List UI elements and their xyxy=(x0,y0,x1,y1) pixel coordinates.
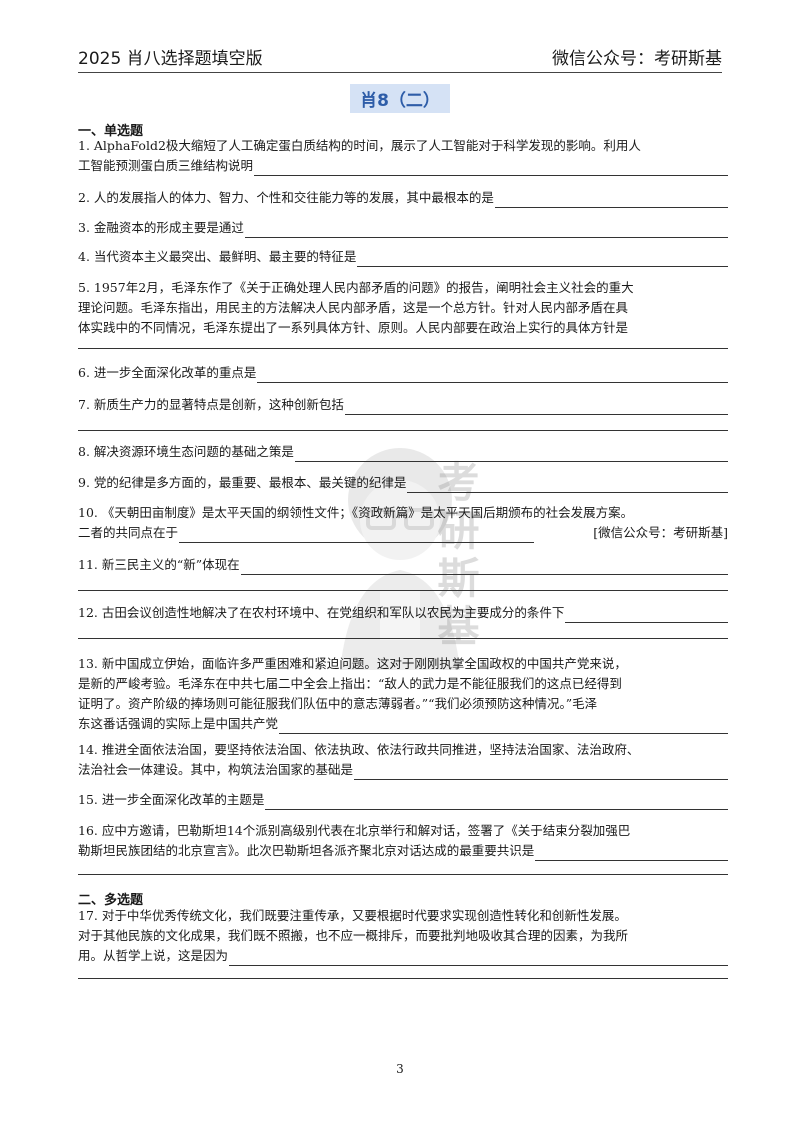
question-13: 13. 新中国成立伊始，面临许多严重困难和紧迫问题。这对于刚刚执掌全国政权的中国… xyxy=(78,654,728,734)
question-text: 14. 推进全面依法治国，要坚持依法治国、依法执政、依法行政共同推进，坚持法治国… xyxy=(78,742,640,757)
question-text: 7. 新质生产力的显著特点是创新，这种创新包括 xyxy=(78,397,344,412)
answer-blank[interactable] xyxy=(240,559,728,575)
answer-blank[interactable] xyxy=(78,430,728,431)
answer-blank[interactable] xyxy=(294,446,728,462)
question-1: 1. AlphaFold2极大缩短了人工确定蛋白质结构的时间，展示了人工智能对于… xyxy=(78,136,728,176)
question-text: 5. 1957年2月，毛泽东作了《关于正确处理人民内部矛盾的问题》的报告，阐明社… xyxy=(78,280,634,295)
question-17: 17. 对于中华优秀传统文化，我们既要注重传承，又要根据时代要求实现创造性转化和… xyxy=(78,906,728,966)
question-text: 9. 党的纪律是多方面的，最重要、最根本、最关键的纪律是 xyxy=(78,475,407,490)
answer-blank[interactable] xyxy=(565,607,728,623)
question-6: 6. 进一步全面深化改革的重点是 xyxy=(78,363,728,383)
mascot-watermark-icon xyxy=(340,448,460,670)
question-text: 体实践中的不同情况，毛泽东提出了一系列具体方针、原则。人民内部要在政治上实行的具… xyxy=(78,320,629,335)
answer-blank[interactable] xyxy=(535,845,728,861)
answer-blank[interactable] xyxy=(244,222,728,238)
question-text: 用。从哲学上说，这是因为 xyxy=(78,948,229,963)
answer-blank[interactable] xyxy=(279,718,728,734)
answer-blank[interactable] xyxy=(254,160,728,176)
question-9: 9. 党的纪律是多方面的，最重要、最根本、最关键的纪律是 xyxy=(78,473,728,493)
question-text: 东这番话强调的实际上是中国共产党 xyxy=(78,716,279,731)
answer-blank[interactable] xyxy=(344,399,728,415)
question-text: 工智能预测蛋白质三维结构说明 xyxy=(78,158,254,173)
wechat-tag: [微信公众号：考研斯基] xyxy=(593,525,728,540)
question-text: 勒斯坦民族团结的北京宣言》。此次巴勒斯坦各派齐聚北京对话达成的最重要共识是 xyxy=(78,843,535,858)
answer-blank[interactable] xyxy=(354,764,728,780)
answer-blank[interactable] xyxy=(257,367,728,383)
answer-blank[interactable] xyxy=(78,590,728,591)
header-right: 微信公众号：考研斯基 xyxy=(552,49,722,69)
question-text: 16. 应中方邀请，巴勒斯坦14个派别高级别代表在北京举行和解对话，签署了《关于… xyxy=(78,823,631,838)
question-text: 法治社会一体建设。其中，构筑法治国家的基础是 xyxy=(78,762,354,777)
question-text: 二者的共同点在于 xyxy=(78,525,179,540)
title-wrap: 肖8（二） xyxy=(0,84,800,113)
question-5: 5. 1957年2月，毛泽东作了《关于正确处理人民内部矛盾的问题》的报告，阐明社… xyxy=(78,278,728,338)
page-number: 3 xyxy=(396,1062,404,1076)
header-left: 2025 肖八选择题填空版 xyxy=(78,49,263,69)
question-7: 7. 新质生产力的显著特点是创新，这种创新包括 xyxy=(78,395,728,415)
question-2: 2. 人的发展指人的体力、智力、个性和交往能力等的发展，其中最根本的是 xyxy=(78,188,728,208)
question-10: 10. 《天朝田亩制度》是太平天国的纲领性文件；《资政新篇》是太平天国后期颁布的… xyxy=(78,503,728,543)
question-text: 12. 古田会议创造性地解决了在农村环境中、在党组织和军队以农民为主要成分的条件… xyxy=(78,605,565,620)
question-text: 是新的严峻考验。毛泽东在中共七届二中全会上指出：“敌人的武力是不能征服我们的这点… xyxy=(78,676,622,691)
question-16: 16. 应中方邀请，巴勒斯坦14个派别高级别代表在北京举行和解对话，签署了《关于… xyxy=(78,821,728,861)
answer-blank[interactable] xyxy=(357,251,728,267)
answer-blank[interactable] xyxy=(265,794,728,810)
question-text: 8. 解决资源环境生态问题的基础之策是 xyxy=(78,444,294,459)
question-15: 15. 进一步全面深化改革的主题是 xyxy=(78,790,728,810)
answer-blank[interactable] xyxy=(78,348,728,349)
question-text: 11. 新三民主义的“新”体现在 xyxy=(78,557,240,572)
answer-blank[interactable] xyxy=(78,978,728,979)
question-text: 17. 对于中华优秀传统文化，我们既要注重传承，又要根据时代要求实现创造性转化和… xyxy=(78,908,627,923)
page-title: 肖8（二） xyxy=(350,84,450,113)
question-text: 2. 人的发展指人的体力、智力、个性和交往能力等的发展，其中最根本的是 xyxy=(78,190,494,205)
page-header: 2025 肖八选择题填空版 微信公众号：考研斯基 xyxy=(78,44,722,73)
question-4: 4. 当代资本主义最突出、最鲜明、最主要的特征是 xyxy=(78,247,728,267)
answer-blank[interactable] xyxy=(229,950,728,966)
section-multi-choice: 二、多选题 xyxy=(78,893,144,908)
question-text: 1. AlphaFold2极大缩短了人工确定蛋白质结构的时间，展示了人工智能对于… xyxy=(78,138,641,153)
question-text: 3. 金融资本的形成主要是通过 xyxy=(78,220,244,235)
answer-blank[interactable] xyxy=(78,874,728,875)
question-11: 11. 新三民主义的“新”体现在 xyxy=(78,555,728,575)
question-12: 12. 古田会议创造性地解决了在农村环境中、在党组织和军队以农民为主要成分的条件… xyxy=(78,603,728,623)
answer-blank[interactable] xyxy=(494,192,728,208)
answer-blank[interactable] xyxy=(78,638,728,639)
question-14: 14. 推进全面依法治国，要坚持依法治国、依法执政、依法行政共同推进，坚持法治国… xyxy=(78,740,728,780)
answer-blank[interactable] xyxy=(407,477,728,493)
question-text: 证明了。资产阶级的捧场则可能征服我们队伍中的意志薄弱者。”“我们必须预防这种情况… xyxy=(78,696,598,711)
question-text: 6. 进一步全面深化改革的重点是 xyxy=(78,365,257,380)
question-text: 4. 当代资本主义最突出、最鲜明、最主要的特征是 xyxy=(78,249,357,264)
question-text: 理论问题。毛泽东指出，用民主的方法解决人民内部矛盾，这是一个总方针。针对人民内部… xyxy=(78,300,629,315)
question-text: 10. 《天朝田亩制度》是太平天国的纲领性文件；《资政新篇》是太平天国后期颁布的… xyxy=(78,505,634,520)
question-3: 3. 金融资本的形成主要是通过 xyxy=(78,218,728,238)
section-single-choice: 一、单选题 xyxy=(78,124,144,139)
question-text: 15. 进一步全面深化改革的主题是 xyxy=(78,792,265,807)
question-text: 对于其他民族的文化成果，我们既不照搬，也不应一概排斥，而要批判地吸收其合理的因素… xyxy=(78,928,629,943)
question-text: 13. 新中国成立伊始，面临许多严重困难和紧迫问题。这对于刚刚执掌全国政权的中国… xyxy=(78,656,627,671)
question-8: 8. 解决资源环境生态问题的基础之策是 xyxy=(78,442,728,462)
answer-blank[interactable] xyxy=(179,527,535,543)
